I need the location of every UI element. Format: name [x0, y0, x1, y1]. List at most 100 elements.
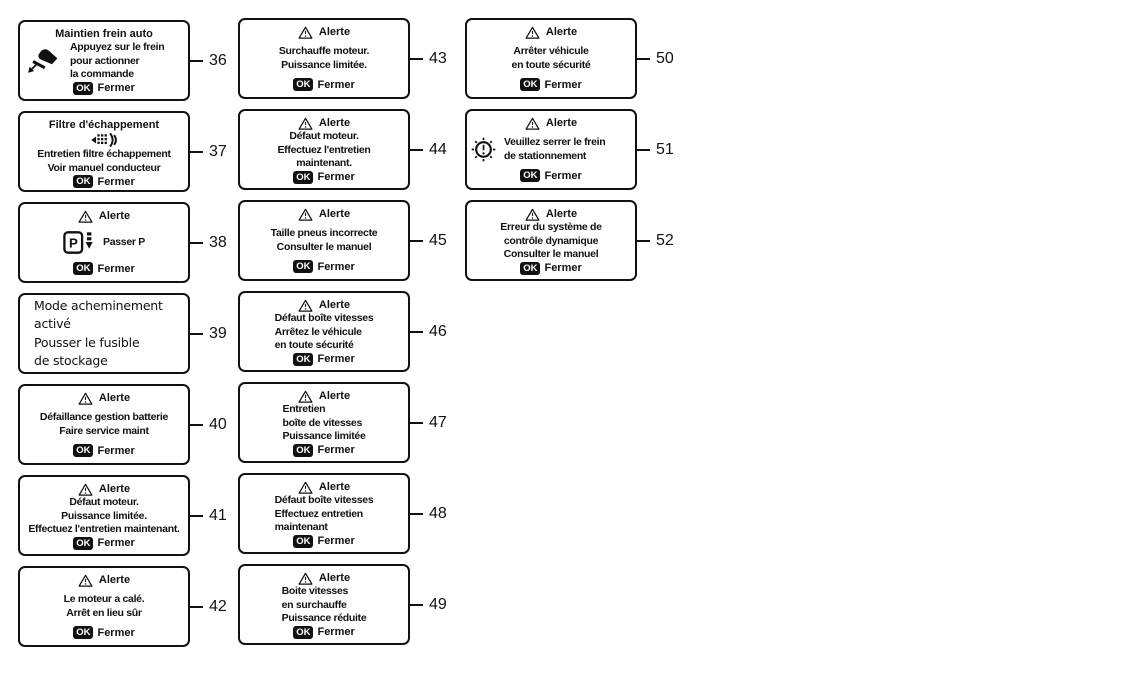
leader-line: [410, 239, 423, 242]
close-label: Fermer: [544, 262, 582, 274]
ok-key-badge: OK: [293, 78, 314, 91]
message-line: activé: [34, 316, 71, 331]
close-label: Fermer: [97, 82, 135, 94]
ref-number: 50: [656, 49, 674, 67]
message-line: Défaut moteur.: [69, 496, 139, 508]
leader-line: [190, 150, 203, 153]
message-line: Pousser le fusible: [34, 334, 140, 350]
warning-triangle-icon: [78, 483, 93, 496]
message-line: en toute sécurité: [511, 58, 591, 71]
message-line: Faire service maint: [59, 424, 149, 437]
close-label: Fermer: [317, 171, 355, 183]
message-title: Alerte: [98, 210, 131, 222]
message-header: Alerte: [244, 481, 404, 494]
message-line: Effectuez l'entretien maintenant.: [28, 523, 180, 535]
message-header: Alerte: [244, 208, 404, 221]
message-header: Alerte: [244, 390, 404, 403]
message-line: Entretien filtre échappement: [37, 148, 171, 160]
warning-triangle-icon: [298, 481, 313, 494]
message-line: Voir manuel conducteur: [47, 161, 161, 174]
message-title: Alerte: [98, 574, 131, 586]
brake-pedal-icon: [24, 48, 62, 75]
ok-key-badge: OK: [73, 262, 94, 275]
message-line: Puissance réduite: [281, 612, 367, 624]
ok-key-badge: OK: [293, 260, 314, 273]
warning-triangle-icon: [298, 572, 313, 585]
leader-line: [410, 512, 423, 515]
message-title: Alerte: [318, 481, 351, 493]
warning-triangle-icon: [525, 117, 540, 130]
message-line: maintenant: [274, 521, 328, 533]
message-header: Alerte: [244, 572, 404, 585]
message-line: de stationnement: [504, 149, 587, 162]
warning-triangle-icon: [298, 299, 313, 312]
message-line: Boite vitesses: [281, 585, 349, 597]
ok-key-badge: OK: [293, 170, 314, 184]
ref-number: 40: [209, 415, 227, 433]
ref-number: 43: [429, 49, 447, 67]
warning-triangle-icon: [298, 26, 313, 39]
leader-line: [190, 605, 203, 608]
leader-line: [410, 330, 423, 333]
message-body: Surchauffe moteur.Puissance limitée.: [244, 45, 404, 72]
ref-number: 47: [429, 413, 447, 431]
warning-triangle-icon: [78, 210, 93, 223]
ref-number: 49: [429, 595, 447, 613]
leader-line: [410, 57, 423, 60]
ok-key-badge: OK: [520, 169, 541, 182]
message-line: Défaut boîte vitesses: [274, 312, 374, 324]
message-title: Alerte: [545, 26, 578, 38]
close-label: Fermer: [317, 444, 355, 456]
message-header: Alerte: [24, 483, 184, 496]
ok-key-badge: OK: [293, 625, 314, 639]
message-line: pour actionner: [70, 54, 140, 67]
ref-number: 52: [656, 231, 674, 249]
leader-line: [410, 603, 423, 606]
ok-key-badge: OK: [73, 536, 94, 550]
ref-number: 36: [209, 51, 227, 69]
column-2: Alerte Surchauffe moteur.Puissance limité…: [238, 18, 447, 655]
message-line: en surchauffe: [281, 598, 347, 611]
message-title: Alerte: [98, 392, 131, 404]
message-title: Alerte: [98, 483, 131, 495]
leader-line: [410, 421, 423, 424]
message-line: Veuillez serrer le frein: [504, 136, 606, 148]
message-line: Arrêtez le véhicule: [274, 325, 362, 338]
message-line: la commande: [70, 68, 134, 80]
message-line: Puissance limitée.: [281, 58, 367, 71]
leader-line: [190, 332, 203, 335]
leader-line: [637, 148, 650, 151]
message-title: Maintien frein auto: [55, 28, 153, 40]
